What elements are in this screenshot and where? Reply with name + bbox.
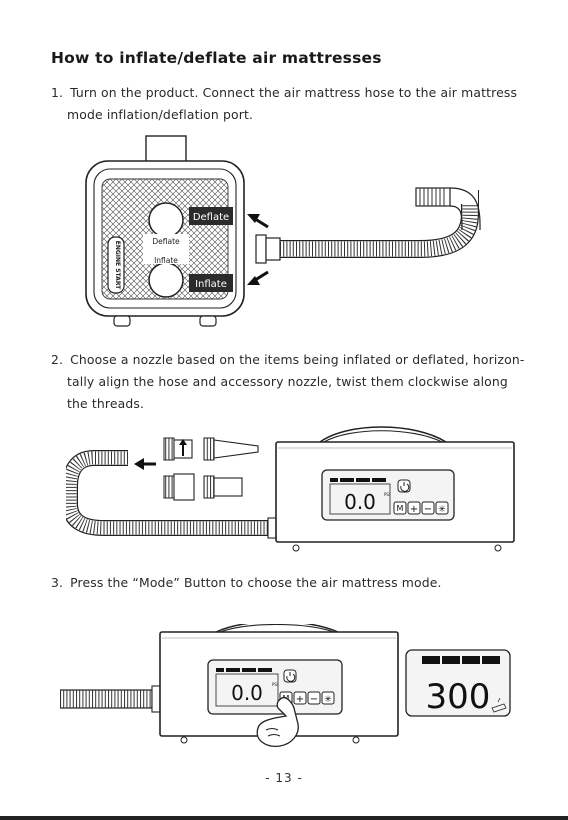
arrow-pointing-left-icon (134, 458, 156, 470)
deflate-tag-text: Deflate (193, 212, 229, 223)
air-mattress-icon (491, 697, 507, 713)
deflate-tag (189, 207, 233, 225)
pointing-hand-icon (256, 696, 299, 747)
step-text: Turn on the product. Connect the air mat… (70, 85, 518, 100)
step-3: 3. Press the “Mode” Button to choose the… (51, 572, 531, 594)
arrow-pointing-left-icon (247, 214, 269, 229)
figure-inflator-front-with-hose: Deflate Inflate ENGINE START Deflate Inf… (85, 135, 481, 327)
light-button-label: ✳ (438, 505, 446, 515)
step-text: Choose a nozzle based on the items being… (70, 352, 525, 367)
hose-connector (255, 234, 267, 264)
light-button[interactable] (435, 501, 449, 515)
light-button[interactable] (321, 691, 335, 705)
engine-start-label: ENGINE START (114, 241, 121, 290)
nozzle-tapered (203, 437, 259, 461)
power-icon (400, 482, 410, 492)
arrow-pointing-left-icon (247, 270, 269, 285)
foot (113, 315, 131, 327)
mode-button[interactable] (393, 501, 407, 515)
deflate-small-label: Deflate (152, 237, 180, 246)
control-panel (321, 469, 455, 521)
step-text-continued: mode inflation/deflation port. (67, 107, 254, 122)
top-port (145, 135, 187, 163)
step-2: 2. Choose a nozzle based on the items be… (51, 349, 531, 415)
step-text-continued: the threads. (67, 396, 145, 411)
zoomed-display (405, 649, 511, 717)
nozzle-straight (203, 475, 243, 499)
pressure-display: 0.0 (231, 681, 263, 705)
step-1: 1. Turn on the product. Connect the air … (51, 82, 531, 126)
nozzle-adapter (163, 437, 193, 461)
minus-button[interactable] (421, 501, 435, 515)
inflate-tag-text: Inflate (195, 279, 227, 290)
engine-start-button[interactable] (107, 236, 125, 294)
step-text: Press the “Mode” Button to choose the ai… (70, 575, 442, 590)
minus-button[interactable] (307, 691, 321, 705)
power-icon (286, 672, 296, 682)
deflate-port (148, 202, 184, 238)
step-number: 2. (51, 352, 64, 367)
inflate-small-label: Inflate (154, 256, 178, 265)
plus-button[interactable] (293, 691, 307, 705)
pressure-unit: PSI (272, 682, 278, 687)
flexible-hose (66, 450, 272, 536)
light-button-label: ✳ (324, 695, 332, 705)
bottom-rule (0, 816, 568, 820)
page-number: - 13 - (265, 771, 303, 785)
step-number: 3. (51, 575, 64, 590)
foot (199, 315, 217, 327)
flexible-hose (60, 689, 153, 709)
page-title: How to inflate/deflate air mattresses (51, 49, 382, 67)
step-number: 1. (51, 85, 64, 100)
step-text-continued: tally align the hose and accessory nozzl… (67, 374, 508, 389)
carry-handle (319, 426, 447, 443)
pressure-display: 0.0 (344, 490, 376, 514)
minus-button-label: − (310, 694, 318, 705)
plus-button-label: + (296, 694, 304, 705)
plus-button-label: + (410, 504, 418, 515)
mode-display-value: 300 (426, 677, 491, 717)
minus-button-label: − (424, 504, 432, 515)
hose-end (415, 187, 481, 231)
mode-button-label: M (397, 504, 404, 513)
pressure-unit: PSI (384, 492, 390, 497)
nozzle-wide (163, 473, 195, 501)
inflate-tag (189, 274, 233, 292)
panel-buttons: M + − ✳ (393, 501, 449, 515)
figure-mode-button-press: 0.0 PSI M + − ✳ 300 (60, 624, 511, 747)
plus-button[interactable] (407, 501, 421, 515)
inflate-port (148, 262, 184, 298)
figure-nozzles-and-pump-side: 0.0 PSI M + − ✳ (66, 426, 515, 552)
